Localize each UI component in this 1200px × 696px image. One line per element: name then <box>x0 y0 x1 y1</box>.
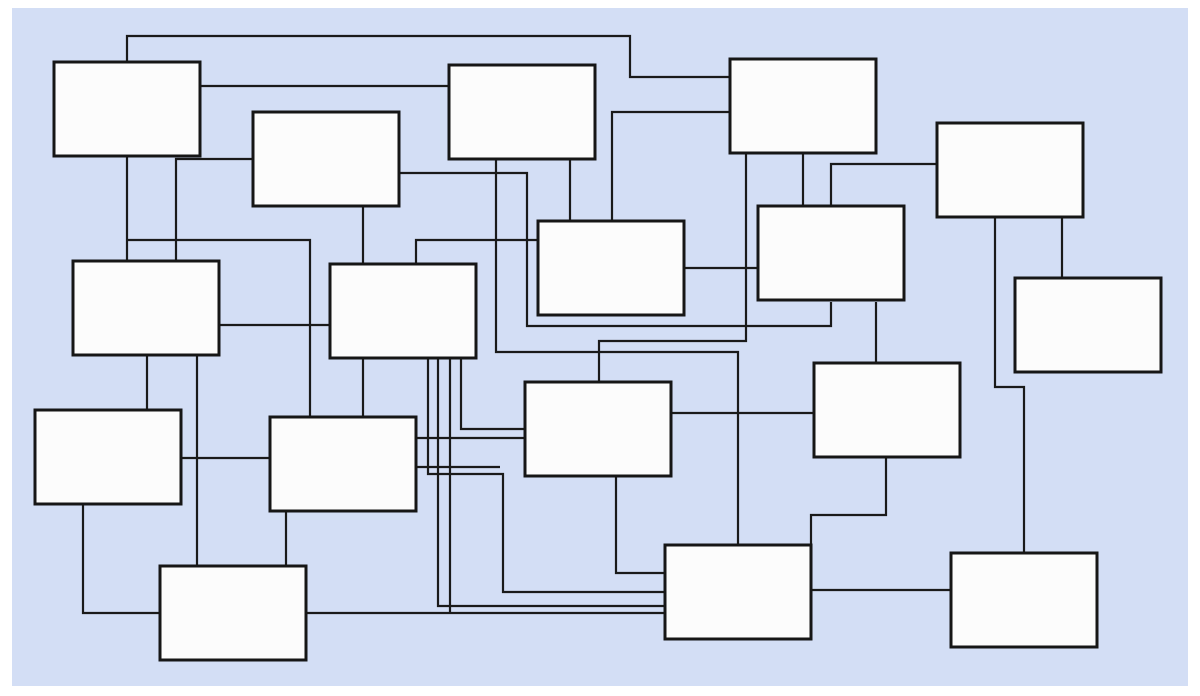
connector-line <box>414 238 538 264</box>
connector-line <box>81 505 160 615</box>
diagram-box <box>71 259 221 357</box>
diagram-box <box>949 551 1099 649</box>
connector-line <box>400 171 833 328</box>
connector-line <box>494 159 740 545</box>
diagram-box <box>728 57 878 155</box>
diagram-box <box>1013 276 1163 374</box>
diagram-box <box>268 415 418 513</box>
diagram-box <box>158 564 308 662</box>
connector-lines <box>81 34 1064 615</box>
connector-line <box>426 359 665 594</box>
connector-line <box>614 477 665 575</box>
connector-line <box>436 359 665 608</box>
connector-line <box>993 218 1026 553</box>
diagram-boxes <box>33 57 1163 662</box>
diagram-box <box>52 60 202 158</box>
diagram-box <box>328 262 478 360</box>
connector-line <box>809 458 888 545</box>
connector-line <box>459 359 525 431</box>
connector-line <box>597 153 748 382</box>
connector-line <box>829 162 937 206</box>
connector-line <box>610 110 730 221</box>
diagram-box <box>812 361 962 459</box>
connector-line <box>127 238 312 417</box>
diagram-box <box>447 63 597 161</box>
diagram-box <box>756 204 906 302</box>
connector-line <box>174 157 253 261</box>
diagram-box <box>523 380 673 478</box>
diagram-box <box>251 110 401 208</box>
diagram-box <box>536 219 686 317</box>
diagram-box <box>663 543 813 641</box>
connector-line <box>125 34 730 79</box>
diagram-box <box>33 408 183 506</box>
diagram-box <box>935 121 1085 219</box>
